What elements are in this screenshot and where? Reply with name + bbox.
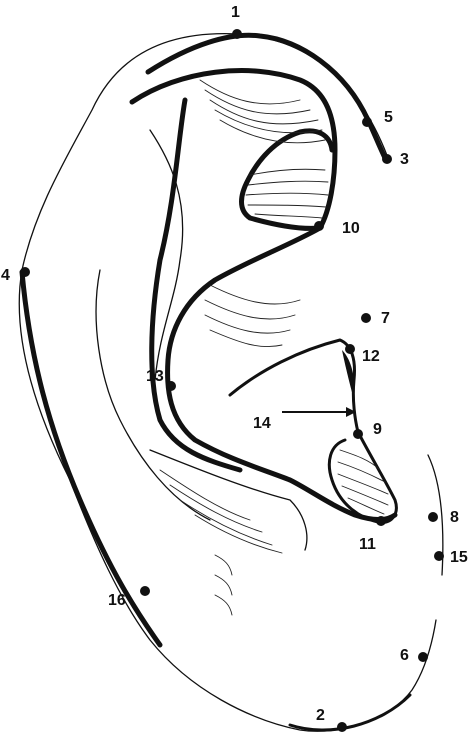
svg-text:5: 5: [384, 109, 393, 126]
point-9[interactable]: 9: [353, 421, 382, 439]
point-7[interactable]: 7: [361, 310, 390, 327]
point-8[interactable]: 8: [428, 509, 459, 526]
point-2[interactable]: 2: [316, 707, 347, 732]
lobe-back-line: [95, 269, 211, 521]
svg-text:8: 8: [450, 509, 459, 526]
svg-text:6: 6: [400, 647, 409, 664]
helix-inner-line: [149, 129, 184, 381]
triangular-fossa-outline: [239, 128, 335, 231]
point-4[interactable]: 4: [1, 267, 30, 284]
point-15[interactable]: 15: [434, 549, 468, 566]
helix-inner-fold: [129, 68, 338, 231]
svg-text:15: 15: [450, 549, 468, 566]
svg-text:2: 2: [316, 707, 325, 724]
lobe-bottom-rim: [288, 693, 412, 732]
point-5[interactable]: 5: [362, 109, 393, 127]
point-1[interactable]: 1: [231, 4, 242, 39]
hatching-antitragus: [337, 449, 389, 515]
helix-lower-rim: [19, 269, 163, 648]
svg-text:12: 12: [362, 348, 380, 365]
point-10[interactable]: 10: [314, 220, 360, 237]
point-14[interactable]: 14: [253, 415, 271, 432]
svg-text:7: 7: [381, 310, 390, 327]
point-3[interactable]: 3: [382, 151, 409, 168]
svg-text:13: 13: [146, 368, 164, 385]
tragus-shading: [342, 350, 355, 400]
hatching-upper: [199, 79, 326, 144]
hatching-lobe: [159, 469, 283, 616]
svg-text:10: 10: [342, 220, 360, 237]
point-6[interactable]: 6: [400, 647, 428, 664]
antihelix-outline: [165, 225, 398, 522]
point-13[interactable]: 13: [146, 368, 176, 391]
svg-text:4: 4: [1, 267, 10, 284]
svg-text:1: 1: [231, 4, 240, 21]
hatching-antihelix: [204, 284, 301, 348]
point-12[interactable]: 12: [345, 344, 380, 365]
tragus-outline: [228, 338, 360, 434]
svg-text:9: 9: [373, 421, 382, 438]
svg-text:3: 3: [400, 151, 409, 168]
svg-text:14: 14: [253, 415, 271, 432]
arrow-14-to-9: [282, 407, 356, 417]
hatching-fossa: [245, 168, 329, 219]
svg-text:11: 11: [359, 536, 376, 553]
concha-left-wall: [149, 97, 243, 473]
helix-upper-rim: [145, 32, 389, 163]
svg-text:16: 16: [108, 592, 126, 609]
point-16[interactable]: 16: [108, 586, 150, 609]
lobe-fold: [149, 449, 308, 551]
point-11[interactable]: 11: [359, 516, 386, 553]
